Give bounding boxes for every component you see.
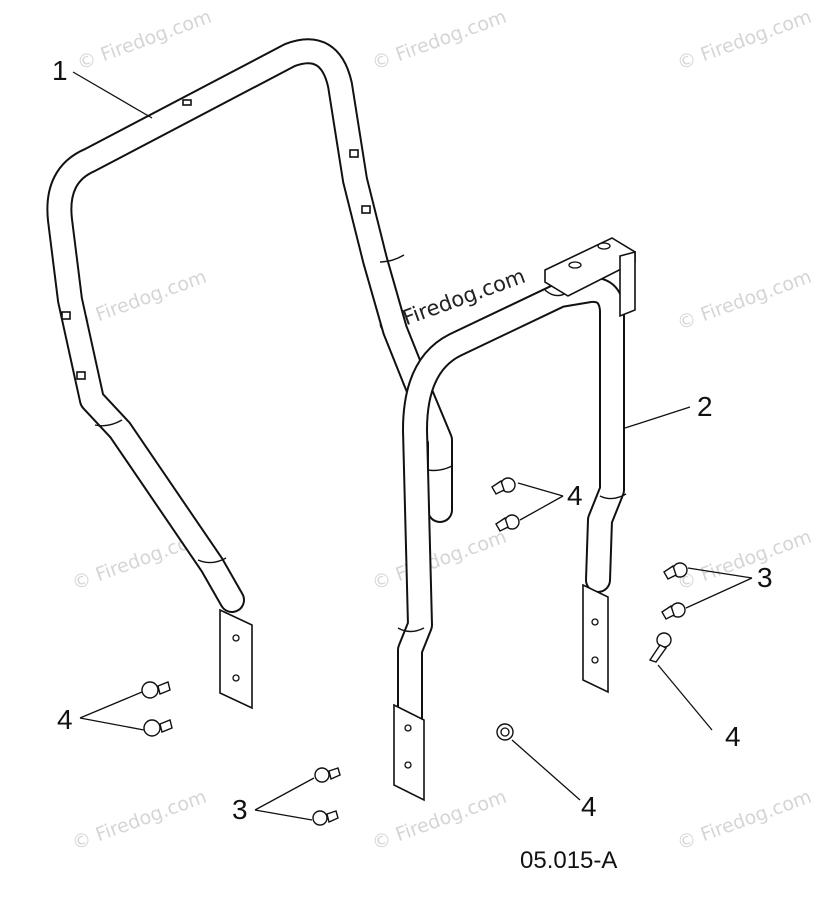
bolt — [143, 719, 173, 737]
bolt — [491, 477, 516, 495]
watermark: © Firedog.com — [369, 786, 509, 855]
mount-plate — [582, 583, 609, 694]
bracket-stud — [597, 242, 611, 250]
bolt — [663, 562, 688, 580]
callout-3-right: 3 — [757, 562, 773, 593]
watermark: © Firedog.com — [69, 786, 209, 855]
tube-ring — [379, 254, 405, 263]
leader-lines — [72, 71, 753, 821]
bolt — [314, 767, 341, 783]
watermark: © Firedog.com — [674, 266, 814, 335]
bolts — [141, 477, 688, 826]
leader-line — [657, 664, 713, 731]
mount-plate — [219, 608, 253, 710]
bolt — [312, 810, 339, 826]
bolt — [661, 602, 686, 620]
plate-hole — [232, 634, 240, 642]
tube-ring — [427, 465, 453, 472]
mount-tab — [182, 99, 192, 106]
callout-4-center: 4 — [567, 480, 583, 511]
plate-hole — [232, 674, 240, 682]
plate-hole — [404, 761, 412, 769]
callout-3-bottom: 3 — [232, 794, 248, 825]
leader-line — [517, 482, 564, 521]
top-bracket-side — [619, 250, 636, 318]
callout-2: 2 — [697, 391, 713, 422]
callout-4-right: 4 — [725, 721, 741, 752]
callout-4-left: 4 — [57, 704, 73, 735]
mount-tab — [76, 371, 86, 380]
leader-line — [254, 777, 315, 821]
callouts: 1 2 4 3 4 4 3 4 — [52, 55, 773, 825]
tube-ring — [94, 419, 123, 427]
mount-plate — [393, 703, 425, 802]
frame-part-2 — [393, 237, 636, 802]
frame-part-1 — [46, 38, 453, 710]
bracket-stud — [568, 261, 582, 269]
watermark: © Firedog.com — [674, 786, 814, 855]
bolt — [141, 681, 171, 699]
watermark: © Firedog.com — [74, 6, 214, 75]
watermark: © Firedog.com — [369, 6, 509, 75]
leader-line — [685, 567, 753, 609]
tube-ring — [197, 557, 227, 564]
callout-4-bottom: 4 — [581, 791, 597, 822]
leader-line — [79, 691, 145, 731]
bolt — [648, 632, 672, 663]
tube-ring — [599, 493, 627, 500]
plate-hole — [591, 618, 599, 626]
watermark: © Firedog.com — [674, 6, 814, 75]
watermark: © Firedog.com — [674, 526, 814, 595]
plate-hole — [404, 724, 412, 732]
document-id: 05.015-A — [520, 847, 617, 874]
callout-1: 1 — [52, 55, 68, 86]
watermark: © Firedog.com — [69, 266, 209, 335]
leader-line — [511, 739, 581, 801]
watermark: © Firedog.com — [369, 526, 509, 595]
mount-tab — [361, 205, 371, 214]
mount-tab — [349, 149, 359, 158]
tube-ring — [397, 627, 425, 633]
leader-line — [72, 71, 153, 119]
mount-tab — [61, 311, 71, 320]
bolt — [495, 514, 520, 532]
plate-hole — [591, 656, 599, 664]
bolt — [496, 723, 514, 741]
leader-line — [624, 406, 691, 429]
